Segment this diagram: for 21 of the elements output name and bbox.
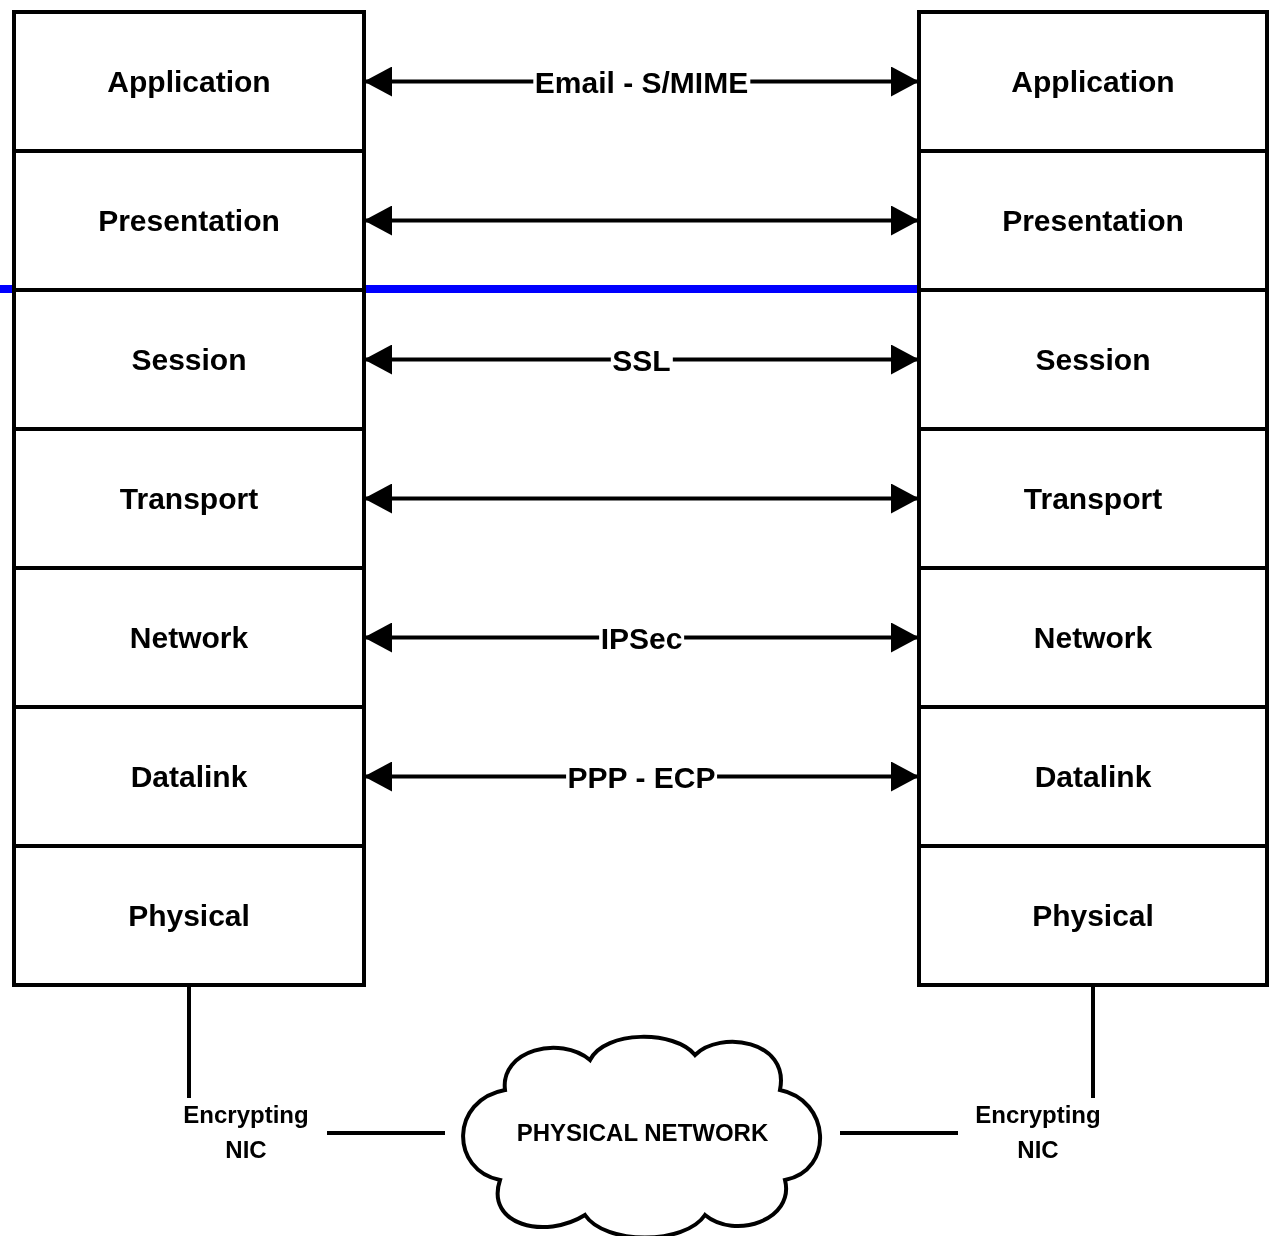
layer-label: Datalink bbox=[1034, 759, 1152, 795]
connector-line bbox=[840, 1131, 958, 1135]
connector-line bbox=[187, 987, 191, 1098]
layer-label: Datalink bbox=[130, 759, 248, 795]
layer-label: Network bbox=[129, 620, 249, 656]
layer-label: Physical bbox=[1032, 898, 1154, 934]
nic-label: Encrypting NIC bbox=[974, 1100, 1102, 1165]
layer-label: Network bbox=[1033, 620, 1153, 656]
layer-label: Transport bbox=[1023, 481, 1163, 517]
layer-label: Transport bbox=[119, 481, 259, 517]
connector-line bbox=[327, 1131, 445, 1135]
layer-label: Application bbox=[1011, 64, 1175, 100]
layer-label: Session bbox=[1035, 342, 1151, 378]
layer-label: Presentation bbox=[1002, 203, 1184, 239]
layer-label: Presentation bbox=[98, 203, 280, 239]
nic-label: Encrypting NIC bbox=[182, 1100, 310, 1165]
connector-line bbox=[1091, 987, 1095, 1098]
cloud-label: PHYSICAL NETWORK bbox=[516, 1118, 769, 1148]
layer-label: Application bbox=[107, 64, 271, 100]
layer-label: Physical bbox=[128, 898, 250, 934]
layer-label: Session bbox=[131, 342, 247, 378]
